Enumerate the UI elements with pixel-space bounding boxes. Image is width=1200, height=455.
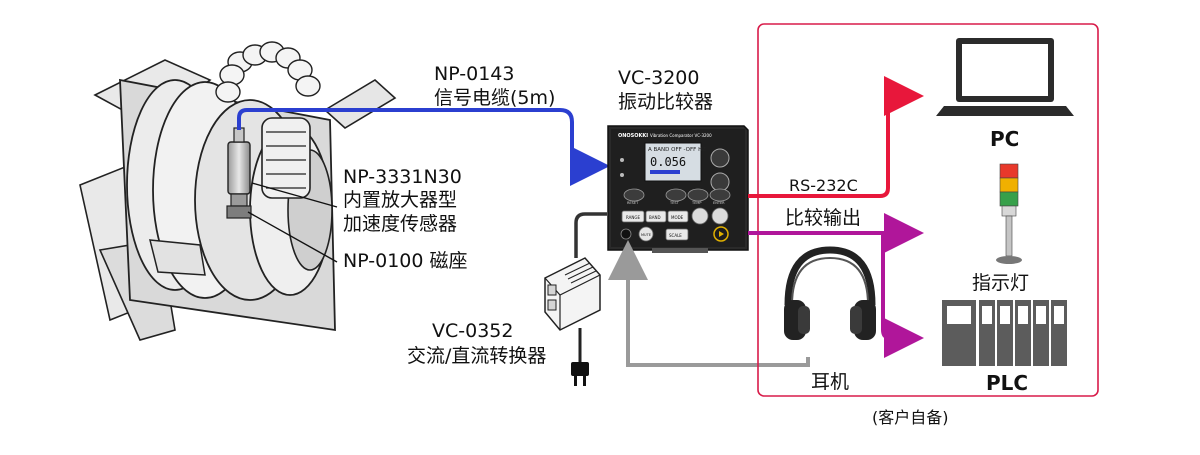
- test-label: TEST: [669, 201, 680, 205]
- converter-model-label: VC-0352: [432, 320, 514, 342]
- ac-dc-converter: [544, 257, 601, 331]
- magnet-leader-line: [247, 211, 338, 263]
- sensor-desc-line1: 内置放大器型: [343, 189, 458, 211]
- mode-button: MODE: [671, 215, 684, 220]
- panel-title: Vibration Comparator VC-3200: [650, 133, 712, 138]
- range-button: RANGE: [626, 215, 640, 220]
- panel-brand: ONOSOKKI: [618, 133, 648, 139]
- rs232c-label: RS-232C: [789, 176, 858, 195]
- compare-output-plc-line: [881, 233, 924, 358]
- comparator-unit: ONOSOKKI Vibration Comparator VC-3200 A …: [607, 125, 749, 253]
- cable-desc-label: 信号电缆(5m): [434, 87, 556, 109]
- headphone-line: [608, 240, 810, 367]
- power-line: [574, 212, 607, 258]
- band-button: BAND: [649, 215, 661, 220]
- magnet-label: NP-0100 磁座: [343, 250, 468, 272]
- power-plug: [571, 362, 589, 386]
- sensor-leader-line: [251, 182, 338, 208]
- comparator-model-label: VC-3200: [618, 67, 700, 89]
- headphones-label: 耳机: [811, 371, 850, 393]
- display-value: 0.056: [650, 155, 686, 169]
- indicator-label: 指示灯: [972, 272, 1030, 294]
- sensor-model-label: NP-3331N30: [343, 166, 462, 188]
- reset-label: RESET: [627, 201, 639, 205]
- machine-illustration: [79, 41, 397, 341]
- mute-button: MUTE: [641, 233, 651, 237]
- accelerometer-sensor: [226, 127, 252, 219]
- plc-icon: [942, 300, 1067, 366]
- headphones-icon: [784, 246, 876, 340]
- plc-label: PLC: [986, 371, 1029, 395]
- temp-label: TEMP: [691, 201, 701, 205]
- sensor-desc-line2: 加速度传感器: [343, 213, 458, 235]
- scale-button: SCALE: [669, 233, 682, 238]
- rs232c-line: [748, 76, 924, 198]
- cable-model-label: NP-0143: [434, 63, 515, 85]
- signal-tower-icon: [996, 163, 1022, 264]
- enter-label: ENTER: [713, 201, 725, 205]
- comparator-desc-label: 振动比较器: [618, 91, 714, 113]
- display-line1: A BAND OFF -OFF HZ: [648, 147, 706, 153]
- converter-desc-label: 交流/直流转换器: [407, 345, 547, 367]
- customer-note-label: (客户自备): [872, 408, 949, 427]
- signal-cable-line: [237, 108, 610, 186]
- compare-output-label: 比较输出: [785, 207, 862, 229]
- pc-laptop-icon: [936, 38, 1074, 116]
- pc-label: PC: [990, 127, 1020, 151]
- customer-supplied-box: [757, 23, 1099, 397]
